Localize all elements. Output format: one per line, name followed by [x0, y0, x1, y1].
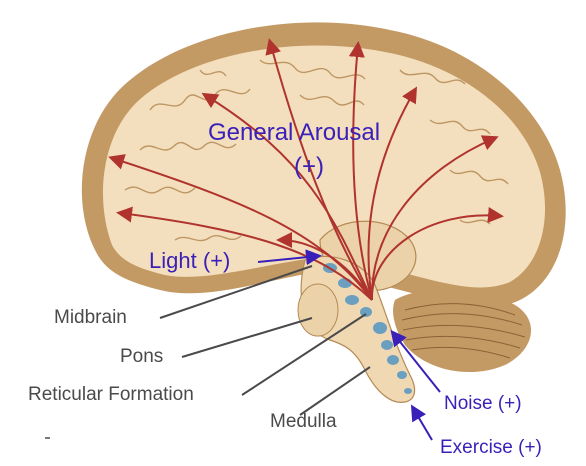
midbrain-label: Midbrain — [54, 308, 127, 327]
general-arousal-label: General Arousal — [208, 121, 380, 145]
pons-leader — [182, 318, 312, 357]
medulla-leader — [300, 367, 370, 415]
exercise-arrow — [413, 408, 432, 440]
medulla-label: Medulla — [270, 412, 337, 431]
reticular-formation-label: Reticular Formation — [28, 385, 194, 404]
light-label: Light (+) — [149, 250, 230, 272]
noise-label: Noise (+) — [444, 394, 522, 413]
pons-bulge — [298, 284, 338, 336]
pons-label: Pons — [120, 347, 163, 366]
exercise-label: Exercise (+) — [440, 438, 542, 457]
general-arousal-sign: (+) — [294, 155, 324, 179]
